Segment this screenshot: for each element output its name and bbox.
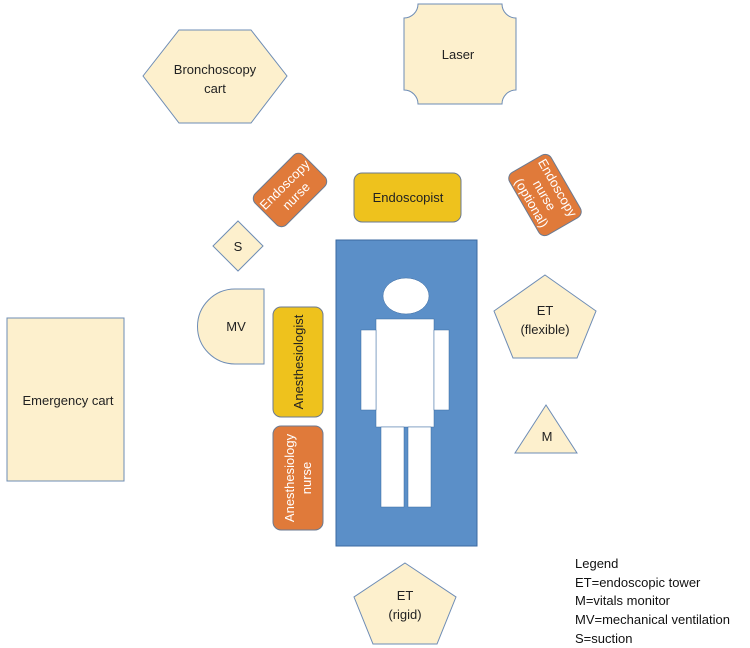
mechanical-ventilation: MV (197, 288, 265, 365)
endoscopy-nurse-shape (252, 152, 328, 228)
bronchoscopy-cart: Bronchoscopy cart (142, 29, 288, 124)
patient-right-arm (433, 329, 450, 411)
endoscopy-nurse-optional-shape (508, 153, 582, 237)
patient-right-leg (407, 426, 432, 508)
anesthesiology-nurse: Anesthesiology nurse (272, 425, 324, 531)
mechanical-ventilation-shape (197, 288, 265, 365)
legend-title: Legend (575, 556, 619, 571)
vitals-monitor: M (514, 404, 578, 454)
endoscopist: Endoscopist (353, 172, 462, 223)
anesthesiologist-label: Anesthesiologist (291, 314, 306, 409)
mechanical-ventilation-label: MV (226, 319, 246, 334)
et-rigid-label-line2: (rigid) (388, 607, 421, 622)
endoscopist-label: Endoscopist (373, 190, 444, 205)
et-rigid-label-line1: ET (397, 588, 414, 603)
legend-item-s: S=suction (575, 630, 633, 646)
bronchoscopy-cart-shape (142, 29, 288, 124)
bronchoscopy-cart-label-line2: cart (204, 81, 226, 96)
laser: Laser (403, 3, 517, 105)
legend-item-et: ET=endoscopic tower (575, 574, 701, 590)
legend-item-m: M=vitals monitor (575, 593, 670, 609)
emergency-cart-label: Emergency cart (22, 393, 113, 408)
endoscopist-shape (353, 172, 462, 223)
patient-left-leg (380, 426, 405, 508)
endoscopy-nurse: Endoscopy nurse (252, 152, 328, 228)
laser-shape (403, 3, 517, 105)
et-rigid: ET (rigid) (353, 562, 457, 645)
patient-head (382, 277, 430, 315)
suction-label: S (234, 239, 243, 254)
patient-torso (375, 318, 435, 428)
et-flexible-label-line1: ET (537, 303, 554, 318)
emergency-cart-shape (6, 317, 125, 482)
patient-left-arm (360, 329, 377, 411)
vitals-monitor-shape (514, 404, 578, 454)
legend: Legend ET=endoscopic tower M=vitals moni… (575, 555, 730, 648)
et-flexible-shape (493, 274, 597, 359)
vitals-monitor-label: M (542, 429, 553, 444)
et-flexible: ET (flexible) (493, 274, 597, 359)
anesthesiologist: Anesthesiologist (272, 306, 324, 418)
et-flexible-label-line2: (flexible) (520, 322, 569, 337)
emergency-cart: Emergency cart (6, 317, 125, 482)
anesthesiology-nurse-label-line2: nurse (299, 462, 314, 495)
suction: S (212, 220, 264, 272)
legend-item-mv: MV=mechanical ventilation (575, 612, 730, 628)
laser-label: Laser (442, 47, 475, 62)
suction-shape (212, 220, 264, 272)
anesthesiologist-shape (272, 306, 324, 418)
endoscopy-nurse-optional: Endoscopy nurse (optional) (508, 153, 582, 237)
anesthesiology-nurse-shape (272, 425, 324, 531)
patient-figure (360, 277, 450, 508)
et-rigid-shape (353, 562, 457, 645)
anesthesiology-nurse-label-line1: Anesthesiology (282, 433, 297, 522)
bronchoscopy-cart-label-line1: Bronchoscopy (174, 62, 257, 77)
